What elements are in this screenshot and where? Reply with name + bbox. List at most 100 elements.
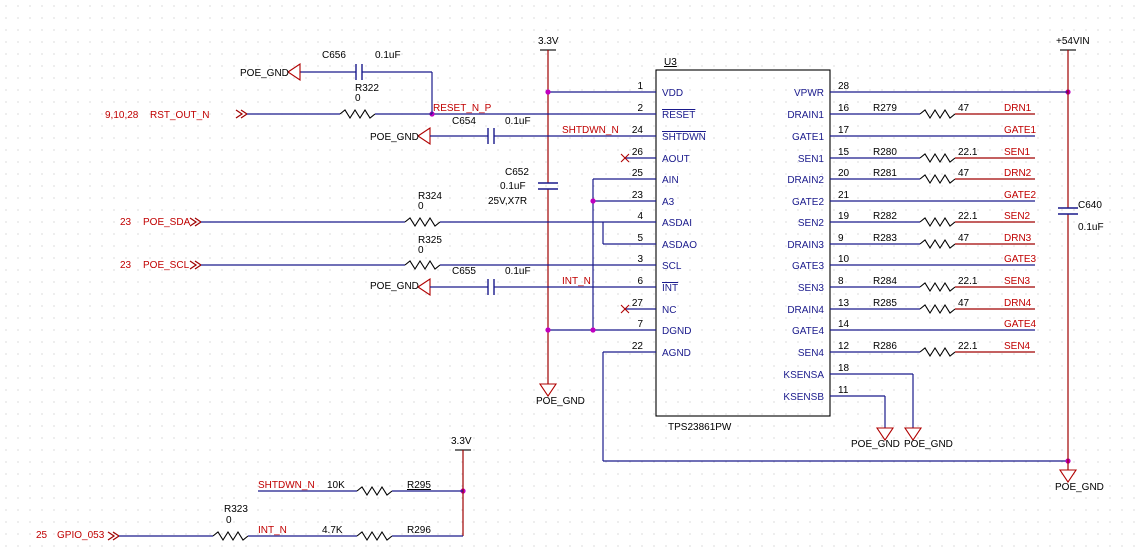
poe-gnd-symbol-5 bbox=[1058, 469, 1078, 483]
ic-pin-number: 7 bbox=[637, 319, 643, 330]
c655-value: 0.1uF bbox=[505, 266, 531, 277]
series-resistor[interactable] bbox=[919, 216, 956, 228]
net-shtdwn-n-pullup: SHTDWN_N bbox=[258, 480, 315, 491]
resistor-r322[interactable]: R322 0 bbox=[339, 83, 379, 120]
ic-pin-name: RESET bbox=[662, 110, 695, 121]
ic-pin-name: GATE1 bbox=[792, 132, 824, 143]
ic-pin-name: VDD bbox=[662, 88, 683, 99]
ic-pin-name: AOUT bbox=[662, 154, 690, 165]
resistor-r324[interactable]: R324 0 bbox=[404, 191, 442, 228]
ic-pin-name: AGND bbox=[662, 348, 691, 359]
r323-ref: R323 bbox=[224, 504, 248, 515]
output-net-label: DRN1 bbox=[1004, 103, 1032, 114]
series-resistor[interactable] bbox=[919, 238, 956, 250]
ic-pin-name: A3 bbox=[662, 197, 675, 208]
series-resistor[interactable] bbox=[919, 152, 956, 164]
gpio-port-name: GPIO_053 bbox=[57, 530, 105, 541]
resistor-value: 22.1 bbox=[958, 147, 978, 158]
gnd-label-4: POE_GND bbox=[536, 396, 585, 407]
ic-pin-name: SEN1 bbox=[798, 154, 825, 165]
capacitor-c652[interactable]: C652 0.1uF 25V,X7R bbox=[488, 167, 558, 207]
ic-pin-number: 23 bbox=[632, 190, 644, 201]
output-net-label: DRN4 bbox=[1004, 298, 1032, 309]
series-resistor[interactable] bbox=[919, 281, 956, 293]
net-int-n: INT_N bbox=[562, 276, 591, 287]
series-resistor[interactable] bbox=[919, 303, 956, 315]
ic-part: TPS23861PW bbox=[668, 422, 732, 433]
resistor-ref: R282 bbox=[873, 211, 897, 222]
ic-right-pins: 28VPWR16DRAIN117GATE115SEN120DRAIN221GAT… bbox=[783, 81, 849, 403]
net-int-n-pullup: INT_N bbox=[258, 525, 287, 536]
resistor-ref: R285 bbox=[873, 298, 897, 309]
ic-ref: U3 bbox=[664, 57, 677, 68]
c652-value: 0.1uF bbox=[500, 181, 526, 192]
ic-pin-name: SHTDWN bbox=[662, 132, 706, 143]
ic-pin-number: 24 bbox=[632, 125, 644, 136]
sda-port-page: 23 bbox=[120, 217, 132, 228]
output-net-label: SEN2 bbox=[1004, 211, 1031, 222]
ic-pin-number: 11 bbox=[838, 385, 849, 396]
resistor-ref: R286 bbox=[873, 341, 897, 352]
resistor-r295[interactable]: 10K R295 bbox=[327, 480, 431, 497]
resistor-value: 47 bbox=[958, 298, 970, 309]
ic-pin-number: 6 bbox=[637, 276, 643, 287]
rail-3v3b-label: 3.3V bbox=[451, 436, 472, 447]
ic-pin-name: GATE3 bbox=[792, 261, 824, 272]
ic-pin-name: INT bbox=[662, 283, 678, 294]
r324-value: 0 bbox=[418, 201, 424, 212]
ic-pin-number: 9 bbox=[838, 233, 844, 244]
resistor-r323[interactable]: R323 0 bbox=[212, 504, 248, 542]
series-resistor[interactable] bbox=[919, 346, 956, 358]
ic-pin-number: 10 bbox=[838, 254, 850, 265]
resistor-ref: R281 bbox=[873, 168, 897, 179]
r295-ref: R295 bbox=[407, 480, 431, 491]
r324-ref: R324 bbox=[418, 191, 442, 202]
r325-value: 0 bbox=[418, 245, 424, 256]
ic-pin-name: VPWR bbox=[794, 88, 824, 99]
series-resistor[interactable] bbox=[919, 108, 956, 120]
c654-value: 0.1uF bbox=[505, 116, 531, 127]
resistor-ref: R283 bbox=[873, 233, 897, 244]
resistor-value: 22.1 bbox=[958, 211, 978, 222]
ic-body[interactable] bbox=[655, 69, 831, 417]
output-net-label: SEN3 bbox=[1004, 276, 1031, 287]
c652-ref: C652 bbox=[505, 167, 529, 178]
ic-pin-number: 19 bbox=[838, 211, 850, 222]
poe-gnd-symbol-6 bbox=[875, 427, 895, 441]
ic-pin-number: 28 bbox=[838, 81, 850, 92]
resistor-r325[interactable]: R325 0 bbox=[404, 235, 442, 271]
resistor-r296[interactable]: 4.7K R296 bbox=[322, 525, 431, 542]
capacitor-c640[interactable]: C640 0.1uF bbox=[1058, 200, 1104, 233]
ic-pin-number: 12 bbox=[838, 341, 850, 352]
series-resistor[interactable] bbox=[919, 173, 956, 185]
ic-left-pins: 1VDD2RESET24SHTDWN26AOUT25AIN23A34ASDAI5… bbox=[632, 81, 706, 359]
ic-pin-number: 17 bbox=[838, 125, 850, 136]
r296-value: 4.7K bbox=[322, 525, 343, 536]
output-net-label: SEN4 bbox=[1004, 341, 1031, 352]
c654-ref: C654 bbox=[452, 116, 476, 127]
scl-port-name: POE_SCL bbox=[143, 260, 190, 271]
ic-pin-number: 16 bbox=[838, 103, 850, 114]
output-net-label: DRN3 bbox=[1004, 233, 1032, 244]
gnd-label-3: POE_GND bbox=[370, 281, 419, 292]
poe-gnd-symbol-4 bbox=[538, 383, 558, 397]
ic-pin-number: 22 bbox=[632, 341, 644, 352]
ic-pin-number: 2 bbox=[637, 103, 643, 114]
ic-pin-name: SEN3 bbox=[798, 283, 825, 294]
rail-54v-label: +54VIN bbox=[1056, 36, 1090, 47]
ic-pin-name: ASDAO bbox=[662, 240, 697, 251]
ic-pin-name: SEN4 bbox=[798, 348, 825, 359]
ic-pin-name: DRAIN4 bbox=[787, 305, 824, 316]
rst-port-name: RST_OUT_N bbox=[150, 110, 209, 121]
ic-pin-name: DRAIN3 bbox=[787, 240, 824, 251]
ic-pin-name: GATE4 bbox=[792, 326, 824, 337]
net-shtdwn-n: SHTDWN_N bbox=[562, 125, 619, 136]
output-net-label: GATE4 bbox=[1004, 319, 1036, 330]
resistor-value: 47 bbox=[958, 168, 970, 179]
ic-pin-number: 20 bbox=[838, 168, 850, 179]
gnd-label-2: POE_GND bbox=[370, 132, 419, 143]
resistor-ref: R284 bbox=[873, 276, 897, 287]
r295-value: 10K bbox=[327, 480, 345, 491]
